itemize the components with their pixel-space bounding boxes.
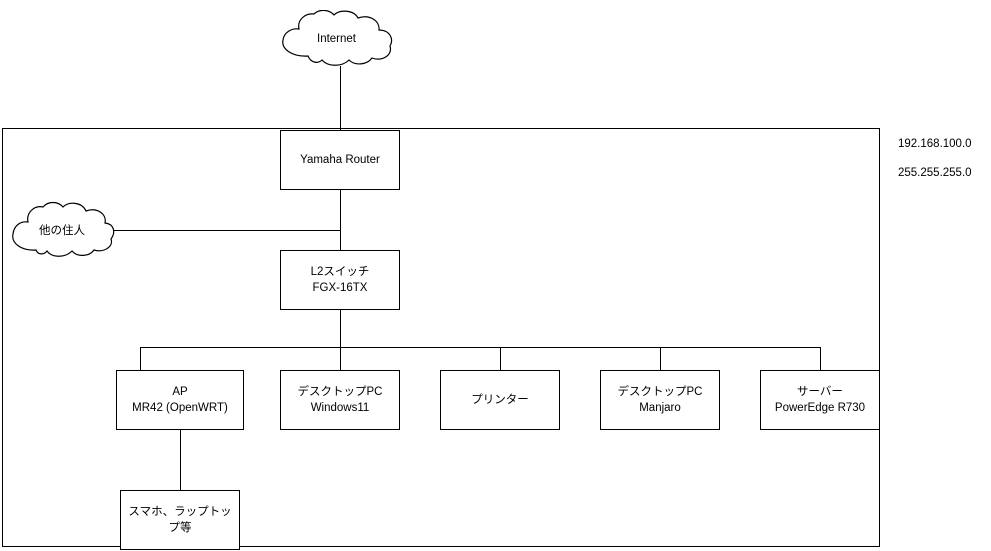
node-yamaha-router-label: Yamaha Router — [300, 154, 380, 166]
node-desktop-pc-manjaro-label-line1: デスクトップPC — [617, 386, 703, 398]
node-desktop-pc-manjaro: デスクトップPC Manjaro — [600, 370, 720, 430]
connector-ap-to-wireless-clients — [180, 430, 181, 490]
node-desktop-pc-windows-label-line1: デスクトップPC — [297, 386, 383, 398]
other-residents-cloud: 他の住人 — [8, 200, 116, 260]
node-access-point-label-line2: MR42 (OpenWRT) — [132, 402, 228, 414]
node-server: サーバー PowerEdge R730 — [760, 370, 880, 430]
connector-distribution-bus — [140, 347, 821, 348]
node-desktop-pc-windows: デスクトップPC Windows11 — [280, 370, 400, 430]
annotation-subnet-mask: 255.255.255.0 — [898, 167, 972, 179]
node-l2-switch: L2スイッチ FGX-16TX — [280, 250, 400, 310]
internet-cloud: Internet — [278, 10, 395, 68]
node-yamaha-router: Yamaha Router — [280, 130, 400, 190]
node-server-label-line1: サーバー — [797, 386, 843, 398]
node-printer: プリンター — [440, 370, 560, 430]
connector-bus-to-server — [820, 347, 821, 370]
other-residents-cloud-label: 他の住人 — [39, 225, 85, 237]
node-server-label-line2: PowerEdge R730 — [774, 402, 866, 414]
subnet-boundary-rect — [2, 128, 880, 547]
connector-internet-to-router — [340, 66, 341, 130]
node-printer-label: プリンター — [471, 394, 529, 406]
node-access-point: AP MR42 (OpenWRT) — [116, 370, 244, 430]
connector-residents-to-trunk — [113, 230, 341, 231]
cloud-shape-icon — [12, 201, 115, 257]
node-desktop-pc-windows-label-line2: Windows11 — [310, 402, 370, 414]
node-wireless-clients: スマホ、ラップトップ等 — [120, 490, 240, 550]
connector-bus-to-ap — [140, 347, 141, 370]
connector-router-to-switch — [340, 190, 341, 250]
node-access-point-label-line1: AP — [172, 386, 188, 398]
node-l2-switch-label-line2: FGX-16TX — [312, 282, 368, 294]
connector-bus-to-printer — [500, 347, 501, 370]
annotation-network-address: 192.168.100.0 — [898, 138, 972, 150]
cloud-shape-icon — [282, 10, 393, 66]
node-desktop-pc-manjaro-label-line2: Manjaro — [639, 402, 681, 414]
internet-cloud-label: Internet — [317, 33, 356, 45]
node-l2-switch-label-line1: L2スイッチ — [310, 266, 370, 278]
connector-bus-to-desktop-manjaro — [660, 347, 661, 370]
connector-switch-to-bus — [340, 310, 341, 400]
node-wireless-clients-label: スマホ、ラップトップ等 — [128, 506, 232, 534]
